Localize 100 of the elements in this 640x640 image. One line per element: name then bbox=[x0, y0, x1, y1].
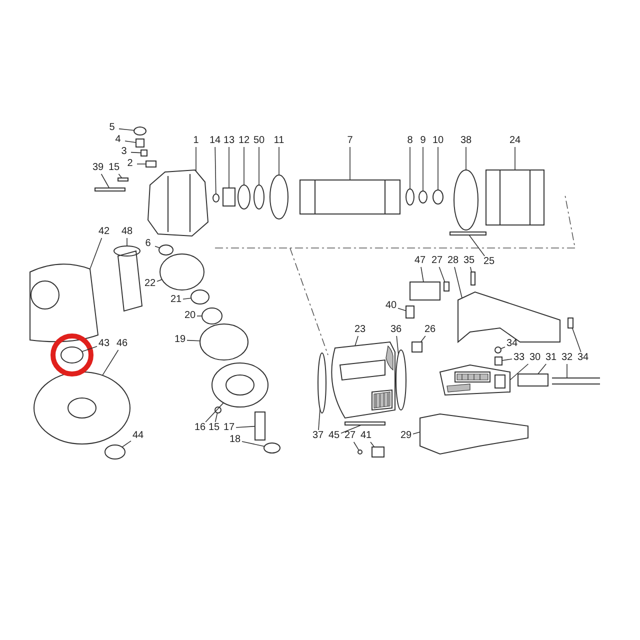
callout-number: 12 bbox=[237, 135, 251, 147]
o-ring-drawing bbox=[200, 324, 248, 360]
leader-line bbox=[124, 140, 136, 143]
leader-line bbox=[420, 266, 424, 282]
leader-line bbox=[242, 441, 265, 447]
leader-line bbox=[420, 336, 426, 342]
callout-number: 40 bbox=[384, 300, 398, 312]
cord-drawing bbox=[552, 378, 600, 384]
callout-number: 18 bbox=[228, 434, 242, 446]
callout-number: 15 bbox=[107, 162, 121, 174]
callout-number: 26 bbox=[423, 324, 437, 336]
callout-number: 10 bbox=[431, 135, 445, 147]
leader-line bbox=[572, 328, 582, 352]
callout-number: 20 bbox=[183, 310, 197, 322]
screw-drawing bbox=[444, 282, 450, 292]
leader-line bbox=[122, 440, 132, 448]
baffle-drawing bbox=[454, 170, 478, 230]
motor-housing-drawing bbox=[331, 342, 396, 418]
leader-line bbox=[502, 358, 512, 361]
switch-drawing bbox=[406, 306, 414, 318]
leader-line bbox=[438, 266, 446, 282]
retaining-ring-drawing bbox=[190, 290, 210, 304]
leader-line bbox=[214, 146, 216, 194]
bearing-cover-drawing bbox=[212, 362, 268, 408]
callout-number: 3 bbox=[117, 146, 131, 158]
screw-drawing bbox=[568, 318, 574, 328]
callout-number: 24 bbox=[508, 135, 522, 147]
leader-line bbox=[510, 364, 529, 380]
callout-number: 42 bbox=[97, 226, 111, 238]
ring-drawing bbox=[254, 184, 264, 210]
leader-line bbox=[538, 364, 546, 374]
callout-number: 22 bbox=[143, 278, 157, 290]
callout-number: 45 bbox=[327, 430, 341, 442]
switch-drawing bbox=[412, 342, 422, 352]
callout-number: 4 bbox=[111, 134, 125, 146]
leader-line bbox=[100, 174, 110, 188]
callout-number: 34 bbox=[576, 352, 590, 364]
bearing-drawing bbox=[432, 190, 444, 204]
stator-drawing bbox=[486, 170, 544, 226]
callout-number: 35 bbox=[462, 255, 476, 267]
leader-line bbox=[468, 234, 485, 256]
callout-number: 11 bbox=[272, 135, 286, 147]
end-cap-drawing bbox=[396, 350, 406, 410]
callout-number: 39 bbox=[91, 162, 105, 174]
leader-line bbox=[214, 412, 218, 422]
leader-line bbox=[258, 146, 260, 186]
strip-drawing bbox=[344, 422, 386, 426]
callout-number: 15 bbox=[207, 422, 221, 434]
callout-number: 36 bbox=[389, 324, 403, 336]
callout-number: 48 bbox=[120, 226, 134, 238]
callout-number: 16 bbox=[193, 422, 207, 434]
flange-drawing bbox=[60, 346, 84, 364]
callout-number: 44 bbox=[131, 430, 145, 442]
callout-number: 41 bbox=[359, 430, 373, 442]
lock-pin-drawing bbox=[146, 160, 156, 168]
callout-number: 19 bbox=[173, 334, 187, 346]
spindle-drawing bbox=[254, 412, 266, 440]
leader-line bbox=[118, 128, 134, 131]
leader-line bbox=[470, 266, 472, 272]
leader-line bbox=[156, 279, 162, 282]
leader-line bbox=[236, 426, 256, 428]
leader-line bbox=[566, 364, 568, 378]
leader-line bbox=[278, 146, 280, 176]
callout-number: 8 bbox=[403, 135, 417, 147]
callout-number: 46 bbox=[115, 338, 129, 350]
callout-number: 29 bbox=[399, 430, 413, 442]
plate-drawing bbox=[372, 446, 384, 458]
callout-number: 28 bbox=[446, 255, 460, 267]
handle-drawing bbox=[439, 364, 510, 396]
seal-drawing bbox=[264, 442, 280, 454]
nut-drawing bbox=[202, 308, 222, 324]
leader-line bbox=[514, 146, 516, 170]
callout-number: 7 bbox=[343, 135, 357, 147]
callout-number: 21 bbox=[169, 294, 183, 306]
leader-line bbox=[412, 432, 420, 434]
callout-number: 37 bbox=[311, 430, 325, 442]
callout-number: 27 bbox=[430, 255, 444, 267]
bearing-drawing bbox=[406, 188, 414, 206]
callout-number: 5 bbox=[105, 122, 119, 134]
clamp-drawing bbox=[494, 356, 502, 366]
callout-number: 50 bbox=[252, 135, 266, 147]
handle-drawing bbox=[420, 414, 528, 455]
bearing-drawing bbox=[222, 188, 236, 206]
leader-line bbox=[398, 308, 406, 312]
bearing-drawing bbox=[238, 184, 250, 210]
callout-number: 13 bbox=[222, 135, 236, 147]
gear-housing-drawing bbox=[148, 169, 209, 237]
leader-line bbox=[454, 266, 462, 298]
pin-drawing bbox=[140, 150, 148, 156]
nut-drawing bbox=[158, 244, 174, 256]
leader-line bbox=[130, 152, 142, 154]
ring-drawing bbox=[418, 190, 428, 204]
screw-drawing bbox=[118, 178, 128, 182]
callout-number: 33 bbox=[512, 352, 526, 364]
armature-drawing bbox=[300, 180, 400, 214]
callout-number: 9 bbox=[416, 135, 430, 147]
leader-line bbox=[154, 246, 160, 248]
cover-drawing bbox=[410, 282, 440, 300]
leader-line bbox=[182, 298, 192, 300]
cap-drawing bbox=[134, 126, 146, 136]
